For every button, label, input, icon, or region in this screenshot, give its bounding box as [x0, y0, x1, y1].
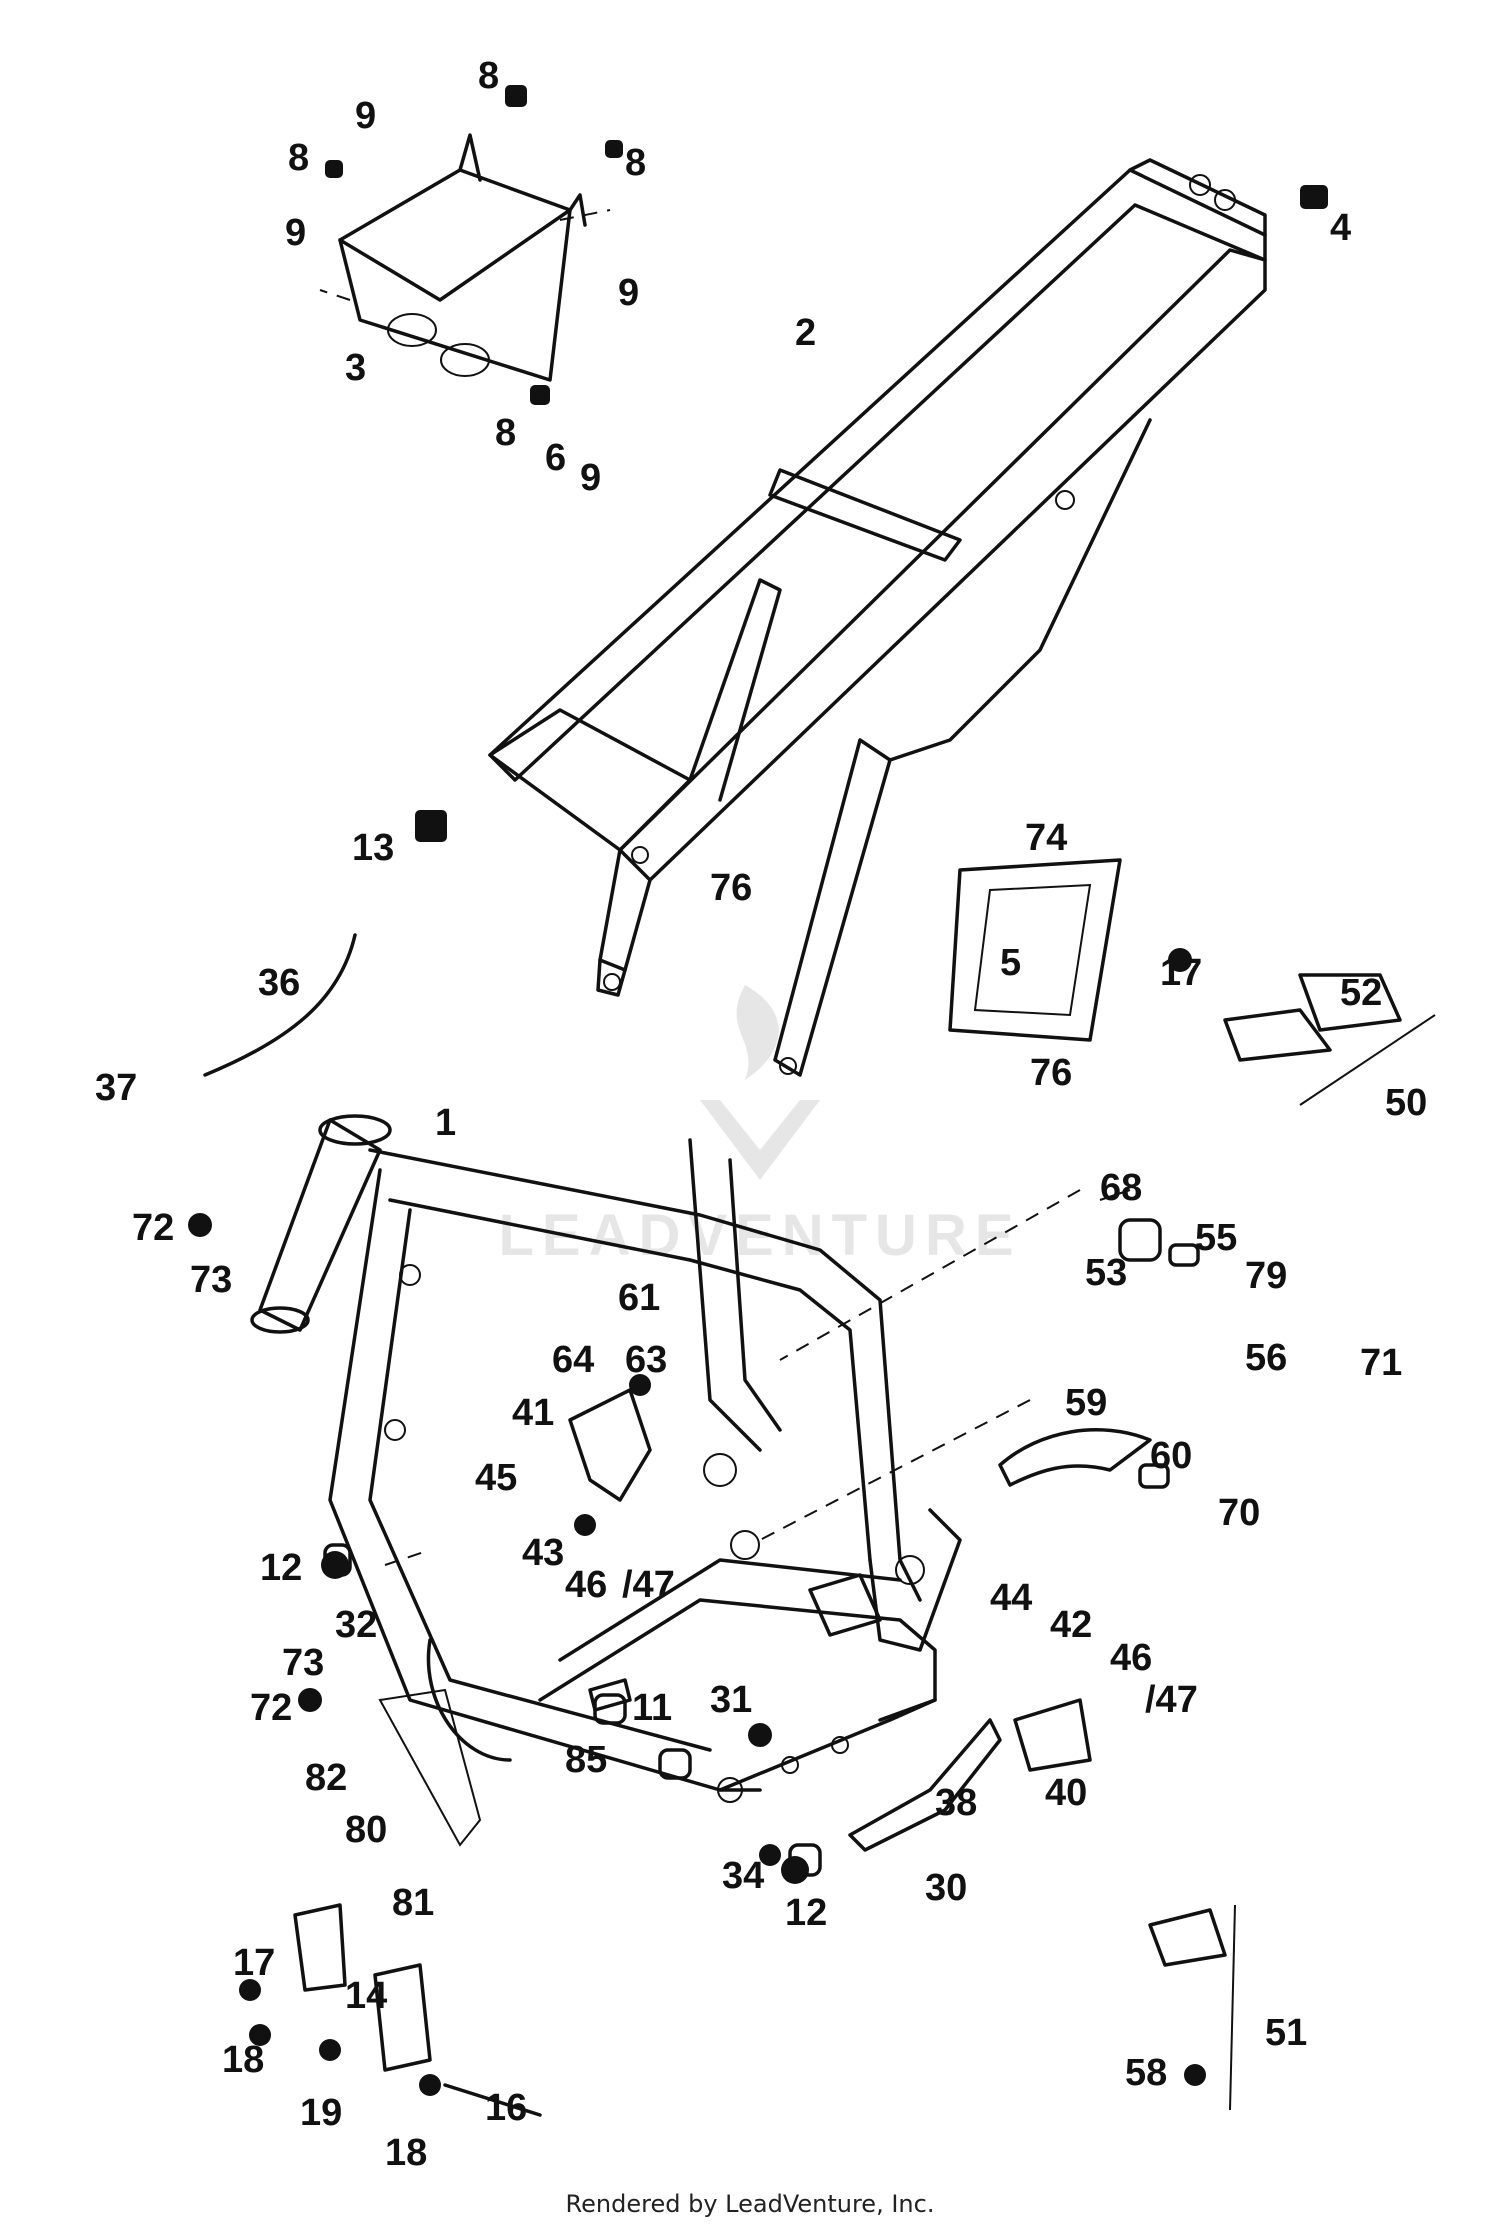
cover-plate [378, 1688, 482, 1847]
main-frame [250, 1114, 962, 1803]
label-8: 8 [478, 55, 499, 97]
label-45: 45 [475, 1457, 517, 1499]
label-76: 76 [1030, 1052, 1072, 1094]
label-73: 73 [282, 1642, 324, 1684]
label-9: 9 [618, 272, 639, 314]
label-56: 56 [1245, 1337, 1287, 1379]
frame-guard [948, 858, 1122, 1042]
label-41: 41 [512, 1392, 554, 1434]
label-8: 8 [625, 142, 646, 184]
label-52: 52 [1340, 972, 1382, 1014]
label-82: 82 [305, 1757, 347, 1799]
label-43: 43 [522, 1532, 564, 1574]
label-36: 36 [258, 962, 300, 1004]
label-72: 72 [132, 1207, 174, 1249]
label-17: 17 [233, 1942, 275, 1984]
label-31: 31 [710, 1679, 752, 1721]
footrest-rubber [1148, 1904, 1236, 2111]
label-16: 16 [485, 2087, 527, 2129]
label-74: 74 [1025, 817, 1067, 859]
label-18: 18 [385, 2132, 427, 2174]
label-79: 79 [1245, 1255, 1287, 1297]
label-80: 80 [345, 1809, 387, 1851]
label-38: 38 [935, 1782, 977, 1824]
label-70: 70 [1218, 1492, 1260, 1534]
brake-pedal [848, 1698, 1092, 1852]
label-60: 60 [1150, 1435, 1192, 1477]
label-53: 53 [1085, 1252, 1127, 1294]
label-17: 17 [1160, 952, 1202, 994]
label-59: 59 [1065, 1382, 1107, 1424]
label-1: 1 [435, 1102, 456, 1144]
label-63: 63 [625, 1339, 667, 1381]
label-73: 73 [190, 1259, 232, 1301]
watermark-logo [700, 985, 820, 1180]
label-8: 8 [288, 137, 309, 179]
label-30: 30 [925, 1867, 967, 1909]
label-51: 51 [1265, 2012, 1307, 2054]
label-2: 2 [795, 312, 816, 354]
label-11: 11 [632, 1687, 672, 1729]
label-14: 14 [345, 1975, 387, 2017]
label-18: 18 [222, 2039, 264, 2081]
label-46: 46 [565, 1564, 607, 1606]
label-42: 42 [1050, 1604, 1092, 1646]
label-12: 12 [260, 1547, 302, 1589]
label-9: 9 [355, 95, 376, 137]
label-47: /47 [622, 1564, 675, 1606]
label-50: 50 [1385, 1082, 1427, 1124]
label-32: 32 [335, 1604, 377, 1646]
label-64: 64 [552, 1339, 594, 1381]
leader-lines [384, 209, 1131, 1566]
footpeg-assembly [1223, 973, 1436, 1106]
hose [203, 933, 357, 1077]
label-8: 8 [495, 412, 516, 454]
engine-bracket [293, 1903, 542, 2117]
footer-credit: Rendered by LeadVenture, Inc. [565, 2190, 935, 2218]
label-4: 4 [1330, 207, 1351, 249]
label-76: 76 [710, 867, 752, 909]
label-9: 9 [285, 212, 306, 254]
hardware-items [188, 85, 1328, 2096]
label-37: 37 [95, 1067, 137, 1109]
label-34: 34 [722, 1855, 764, 1897]
label-81: 81 [392, 1882, 434, 1924]
label-3: 3 [345, 347, 366, 389]
label-6: 6 [545, 437, 566, 479]
label-44: 44 [990, 1577, 1032, 1619]
label-55: 55 [1195, 1217, 1237, 1259]
chain-slider [998, 1428, 1152, 1487]
footpeg-left [568, 1388, 652, 1502]
label-13: 13 [352, 827, 394, 869]
label-71: 71 [1360, 1342, 1402, 1384]
label-46: 46 [1110, 1637, 1152, 1679]
label-47: /47 [1145, 1679, 1198, 1721]
label-19: 19 [300, 2092, 342, 2134]
label-85: 85 [565, 1739, 607, 1781]
label-40: 40 [1045, 1772, 1087, 1814]
label-12: 12 [785, 1892, 827, 1934]
label-68: 68 [1100, 1167, 1142, 1209]
label-9: 9 [580, 457, 601, 499]
part-labels: 8 9 8 8 9 9 4 3 2 8 6 9 13 76 74 5 17 52… [95, 55, 1427, 2174]
watermark-text: LEADVENTURE [498, 1203, 1021, 1268]
label-72: 72 [250, 1687, 292, 1729]
skid-plate [319, 133, 587, 382]
label-5: 5 [1000, 942, 1021, 984]
label-58: 58 [1125, 2052, 1167, 2094]
subframe [488, 158, 1267, 1077]
label-61: 61 [618, 1277, 660, 1319]
